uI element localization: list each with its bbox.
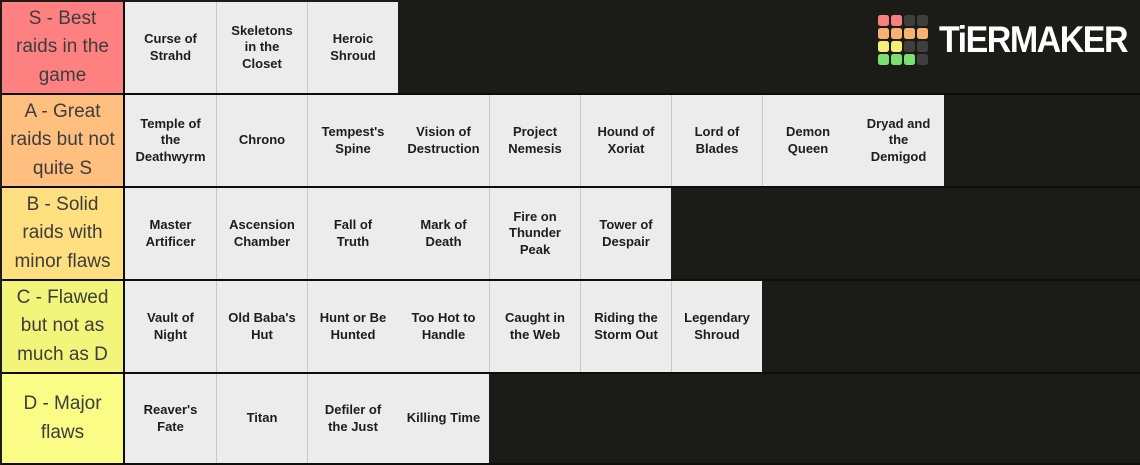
tier-item[interactable]: Tempest's Spine bbox=[307, 95, 398, 186]
tier-item[interactable]: Skeletons in the Closet bbox=[216, 2, 307, 93]
tier-item[interactable]: Riding the Storm Out bbox=[580, 281, 671, 372]
tier-item[interactable]: Fall of Truth bbox=[307, 188, 398, 279]
logo-grid-cell bbox=[917, 54, 928, 65]
tier-item[interactable]: Killing Time bbox=[398, 374, 489, 463]
logo-grid-cell bbox=[891, 28, 902, 39]
logo-grid-cell bbox=[904, 41, 915, 52]
logo-grid-cell bbox=[917, 15, 928, 26]
tier-item[interactable]: Reaver's Fate bbox=[125, 374, 216, 463]
tier-item[interactable]: Temple of the Deathwyrm bbox=[125, 95, 216, 186]
tier-item[interactable]: Caught in the Web bbox=[489, 281, 580, 372]
logo-grid-cell bbox=[878, 15, 889, 26]
logo-grid-cell bbox=[904, 54, 915, 65]
tier-label-D: D - Major flaws bbox=[2, 374, 125, 463]
tier-item[interactable]: Titan bbox=[216, 374, 307, 463]
logo-grid-cell bbox=[917, 28, 928, 39]
tiermaker-logo: TiERMAKER bbox=[878, 15, 1129, 65]
tiermaker-grid-icon bbox=[878, 15, 928, 65]
tier-label-B: B - Solid raids with minor flaws bbox=[2, 188, 125, 279]
tier-item[interactable]: Curse of Strahd bbox=[125, 2, 216, 93]
tier-item[interactable]: Master Artificer bbox=[125, 188, 216, 279]
logo-grid-cell bbox=[891, 54, 902, 65]
tier-item[interactable]: Defiler of the Just bbox=[307, 374, 398, 463]
tier-item[interactable]: Vault of Night bbox=[125, 281, 216, 372]
tier-item[interactable]: Mark of Death bbox=[398, 188, 489, 279]
tiermaker-logo-text: TiERMAKER bbox=[939, 19, 1129, 61]
tier-item[interactable]: Ascension Chamber bbox=[216, 188, 307, 279]
logo-grid-cell bbox=[891, 15, 902, 26]
tier-item[interactable]: Dryad and the Demigod bbox=[853, 95, 944, 186]
tier-label-C: C - Flawed but not as much as D bbox=[2, 281, 125, 372]
logo-grid-cell bbox=[878, 54, 889, 65]
tier-item[interactable]: Tower of Despair bbox=[580, 188, 671, 279]
tier-item[interactable]: Chrono bbox=[216, 95, 307, 186]
tier-item[interactable]: Heroic Shroud bbox=[307, 2, 398, 93]
logo-grid-cell bbox=[891, 41, 902, 52]
tier-label-A: A - Great raids but not quite S bbox=[2, 95, 125, 186]
tier-item[interactable]: Vision of Destruction bbox=[398, 95, 489, 186]
logo-grid-cell bbox=[878, 41, 889, 52]
logo-grid-cell bbox=[917, 41, 928, 52]
tier-label-S: S - Best raids in the game bbox=[2, 2, 125, 93]
logo-grid-cell bbox=[904, 28, 915, 39]
tier-item[interactable]: Hound of Xoriat bbox=[580, 95, 671, 186]
tier-item[interactable]: Demon Queen bbox=[762, 95, 853, 186]
logo-grid-cell bbox=[878, 28, 889, 39]
tier-item[interactable]: Too Hot to Handle bbox=[398, 281, 489, 372]
tier-item[interactable]: Project Nemesis bbox=[489, 95, 580, 186]
tier-item[interactable]: Lord of Blades bbox=[671, 95, 762, 186]
tier-item[interactable]: Hunt or Be Hunted bbox=[307, 281, 398, 372]
tier-item[interactable]: Legendary Shroud bbox=[671, 281, 762, 372]
tier-item[interactable]: Old Baba's Hut bbox=[216, 281, 307, 372]
tier-item[interactable]: Fire on Thunder Peak bbox=[489, 188, 580, 279]
logo-grid-cell bbox=[904, 15, 915, 26]
